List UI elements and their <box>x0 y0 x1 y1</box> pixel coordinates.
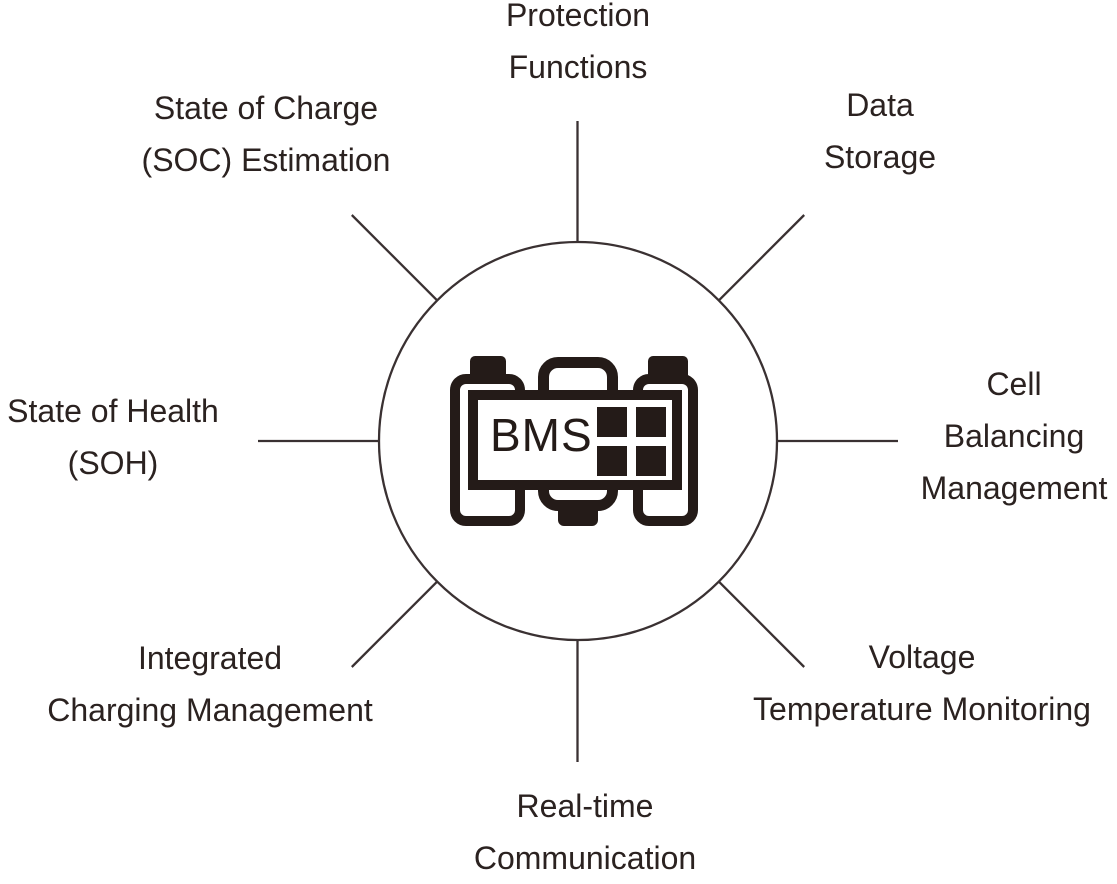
label-line: State of Health <box>7 393 219 429</box>
label-line: Storage <box>823 139 937 175</box>
spoke-northwest <box>350 214 438 301</box>
spoke-southwest <box>350 581 438 668</box>
node-label-voltage-temp-monitoring: Voltage Temperature Monitoring <box>753 631 1091 735</box>
chip-square-icon <box>597 446 627 476</box>
spoke-southeast <box>718 581 806 668</box>
label-line: Charging Management <box>47 692 373 728</box>
label-line: Functions <box>508 49 648 85</box>
label-line: Management <box>920 470 1108 506</box>
node-label-data-storage: Data Storage <box>824 79 936 183</box>
label-line: (SOH) <box>67 445 159 481</box>
node-label-integrated-charging: Integrated Charging Management <box>47 632 373 736</box>
spoke-northeast <box>718 214 806 301</box>
label-line: Temperature Monitoring <box>753 691 1091 727</box>
label-line: Real-time <box>516 788 654 824</box>
node-label-cell-balancing-management: Cell Balancing Management <box>921 358 1108 514</box>
label-line: Balancing <box>943 418 1085 454</box>
label-line: Data <box>846 87 914 123</box>
label-line: Protection <box>505 0 651 33</box>
chip-square-icon <box>636 446 666 476</box>
label-line: (SOC) Estimation <box>141 142 391 178</box>
battery-cell-left-cap-icon <box>470 356 506 376</box>
bms-battery-icon: BMS <box>450 352 700 528</box>
bms-center-label: BMS <box>490 409 593 461</box>
chip-square-icon <box>597 407 627 437</box>
node-label-soh: State of Health (SOH) <box>7 385 219 489</box>
battery-cell-right-cap-icon <box>648 356 688 376</box>
label-line: Communication <box>473 840 697 876</box>
battery-cell-center-tab-icon <box>558 504 598 526</box>
label-line: Voltage <box>868 639 976 675</box>
node-label-soc-estimation: State of Charge (SOC) Estimation <box>142 82 391 186</box>
node-label-protection-functions: Protection Functions <box>506 0 650 93</box>
node-label-realtime-communication: Real-time Communication <box>474 780 696 884</box>
label-line: Cell <box>986 366 1042 402</box>
label-line: Integrated <box>137 640 283 676</box>
label-line: State of Charge <box>153 90 379 126</box>
chip-square-icon <box>636 407 666 437</box>
